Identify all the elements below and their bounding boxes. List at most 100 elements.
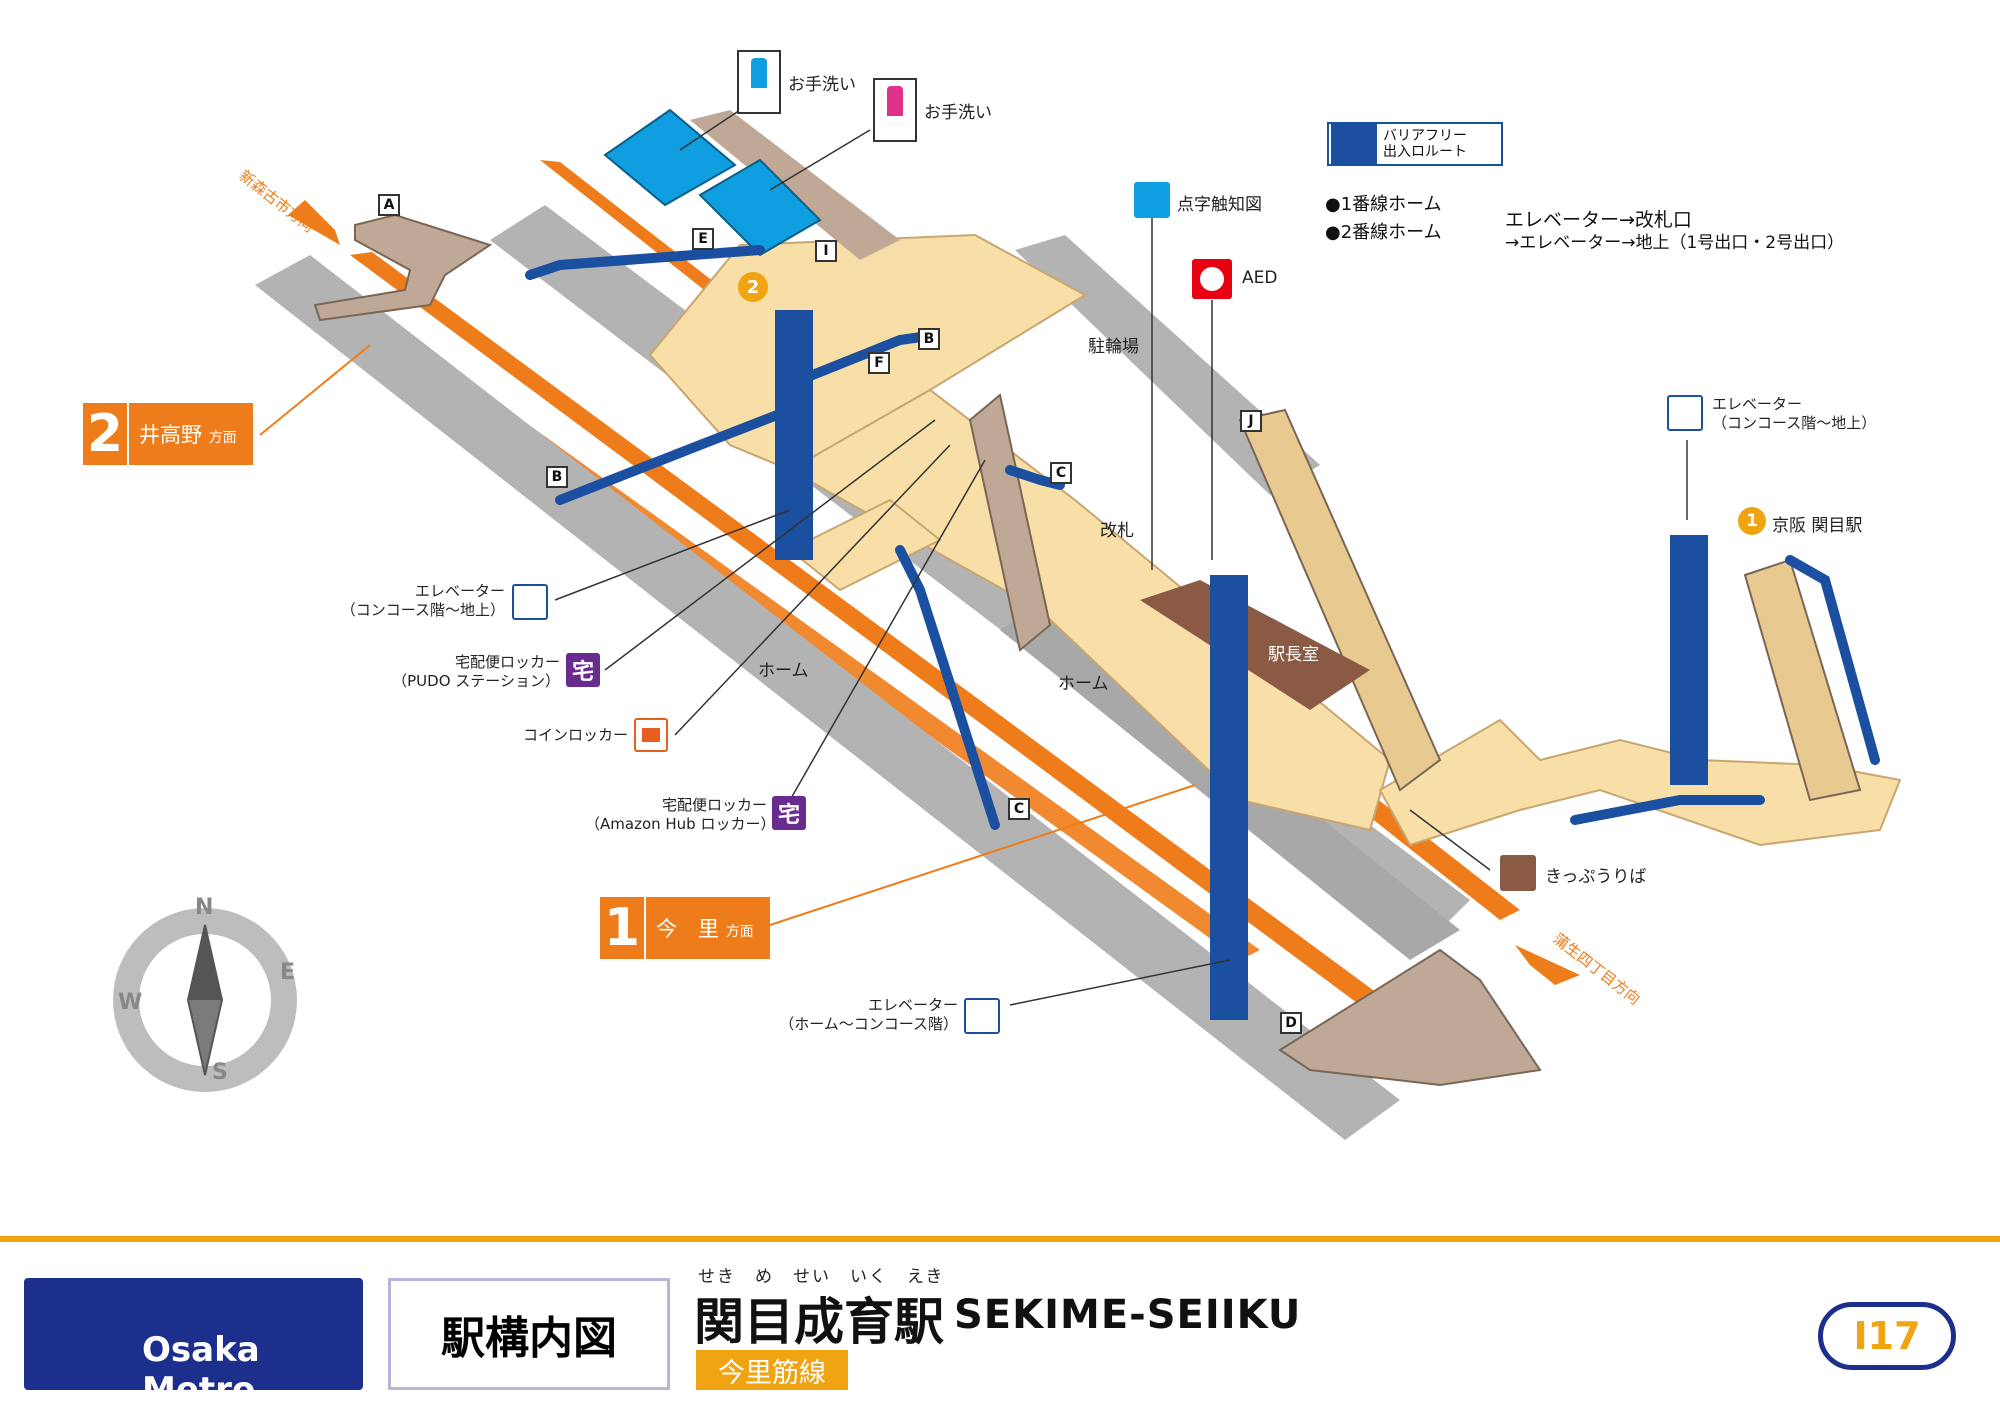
bf-route-keihan xyxy=(1785,555,1880,765)
toilet-men-area xyxy=(603,108,737,207)
track-band-mid xyxy=(350,252,1400,1020)
toilet-women-icon xyxy=(873,78,917,142)
exit-j[interactable]: J xyxy=(1240,410,1262,432)
leader-elev-left xyxy=(554,509,791,601)
bf-route-lower xyxy=(1570,795,1765,825)
keihan-label: 京阪 関目駅 xyxy=(1772,516,1863,536)
leader-platform1 xyxy=(769,784,1196,926)
station-name-en: SEKIME-SEIIKU xyxy=(954,1292,1302,1338)
ticket-machine-icon xyxy=(1500,855,1536,891)
stairs-toilet-area xyxy=(690,110,900,260)
concourse-lower xyxy=(1378,718,1902,847)
station-office-label: 駅長室 xyxy=(1268,645,1319,665)
elevator-icon-platform xyxy=(964,998,1000,1034)
platform1-label: 今 里 方面 xyxy=(656,917,754,941)
barrier-free-legend: バリアフリー出入ロルート xyxy=(1327,122,1503,166)
osaka-metro-logo: Osaka Metro xyxy=(24,1278,363,1410)
platform2-label: 井高野 方面 xyxy=(139,423,237,447)
stairs-center xyxy=(968,393,1052,652)
tactile-map-icon xyxy=(1134,182,1170,218)
ticket-gate-label: 改札 xyxy=(1100,521,1134,541)
concourse-left-arm xyxy=(788,498,942,592)
exit-c-bottom[interactable]: C xyxy=(1008,798,1030,820)
exit-f[interactable]: F xyxy=(868,352,890,374)
ticket-machine-label: きっぷうりば xyxy=(1545,867,1647,887)
compass-w: W xyxy=(118,990,143,1015)
exit-e[interactable]: E xyxy=(692,228,714,250)
coin-locker-icon xyxy=(634,718,668,752)
compass-e: E xyxy=(280,960,296,985)
stairs-exit-d xyxy=(1278,948,1542,1087)
platform2-number: 2 xyxy=(83,403,129,465)
exit-c-top[interactable]: C xyxy=(1050,462,1072,484)
delivery-locker-amazon-icon: 宅 xyxy=(772,796,806,830)
diagram-title: 駅構内図 xyxy=(388,1278,670,1390)
leader-pudo xyxy=(604,419,936,671)
footer-divider xyxy=(0,1236,2000,1242)
compass xyxy=(113,908,297,1092)
elevator-left-label: エレベーター（コンコース階～地上） xyxy=(340,582,505,619)
bf-route-e xyxy=(525,245,765,280)
bf-route2-from: ●2番線ホーム xyxy=(1325,222,1442,243)
bf-route-a: エレベーター→改札口 xyxy=(1505,209,1692,231)
circle-exit-2: 2 xyxy=(738,272,768,302)
elevator-shaft-2 xyxy=(1210,600,1248,1020)
toilet-women-label: お手洗い xyxy=(924,103,992,123)
locker-icon xyxy=(642,728,660,742)
leader-platform2 xyxy=(259,344,371,436)
leader-elev-platform xyxy=(1009,959,1231,1006)
platform-left xyxy=(255,255,1400,1140)
elevator-shaft-3 xyxy=(1670,535,1708,785)
keihan-circle: 1 xyxy=(1738,507,1766,535)
elevator-right-label: エレベーター（コンコース階～地上） xyxy=(1712,395,1877,432)
platform2-direction-card: 2 井高野 方面 xyxy=(83,403,253,465)
stairs-keihan xyxy=(1743,558,1862,802)
exit-i[interactable]: I xyxy=(815,240,837,262)
bf-route-c-bottom xyxy=(895,545,1000,830)
station-office xyxy=(1140,580,1370,710)
station-code-badge: I17 xyxy=(1818,1302,1956,1370)
compass-n: N xyxy=(195,895,214,920)
toilet-women-area xyxy=(698,158,822,257)
aed-icon xyxy=(1192,259,1232,299)
delivery-locker-pudo-icon: 宅 xyxy=(566,653,600,687)
exit-d[interactable]: D xyxy=(1280,1012,1302,1034)
elevator-icon-left xyxy=(512,584,548,620)
exit-b-left[interactable]: B xyxy=(546,466,568,488)
toilet-men-label: お手洗い xyxy=(788,75,856,95)
coin-locker-label: コインロッカー xyxy=(522,726,628,744)
arrow-up-left xyxy=(288,200,340,245)
platform1-number: 1 xyxy=(600,897,646,959)
line-name-tag: 今里筋線 xyxy=(696,1350,848,1390)
station-name-ja: 関目成育駅 xyxy=(694,1293,944,1351)
tactile-map-label: 点字触知図 xyxy=(1177,195,1262,215)
platform-right-label: ホーム xyxy=(1058,674,1109,694)
exit-b-top[interactable]: B xyxy=(918,328,940,350)
elevator-shaft-1 xyxy=(775,310,813,560)
platform-left-label: ホーム xyxy=(758,661,809,681)
station-name-ruby: せき め せい いく えき xyxy=(698,1267,945,1287)
leader-ticket xyxy=(1409,809,1491,871)
leader-amazon xyxy=(789,459,986,801)
stairs-exit-a xyxy=(313,213,493,322)
toilet-men-icon xyxy=(737,50,781,114)
delivery-locker-pudo-label: 宅配便ロッカー（PUDO ステーション） xyxy=(392,653,560,690)
bf-route-b: →エレベーター→地上（1号出口・2号出口） xyxy=(1505,233,1845,253)
delivery-locker-amazon-label: 宅配便ロッカー（Amazon Hub ロッカー） xyxy=(585,796,776,833)
arrow-down-right xyxy=(1515,945,1580,985)
logo-wordmark: Osaka Metro xyxy=(142,1330,260,1410)
leader-toilet-women xyxy=(769,129,871,191)
barrier-free-icon xyxy=(1331,124,1377,164)
aed-label: AED xyxy=(1242,268,1278,288)
leader-coin xyxy=(674,444,951,736)
bicycle-parking-label: 駐輪場 xyxy=(1088,337,1139,357)
compass-s: S xyxy=(212,1060,228,1085)
bf-route1-from: ●1番線ホーム xyxy=(1325,194,1442,215)
platform1-direction-card: 1 今 里 方面 xyxy=(600,897,770,959)
elevator-cab-office xyxy=(1210,575,1248,635)
bf-route-b-left xyxy=(555,405,795,505)
elevator-platform-label: エレベーター（ホーム～コンコース階） xyxy=(779,996,958,1033)
elevator-icon-right xyxy=(1667,395,1703,431)
exit-a[interactable]: A xyxy=(378,194,400,216)
